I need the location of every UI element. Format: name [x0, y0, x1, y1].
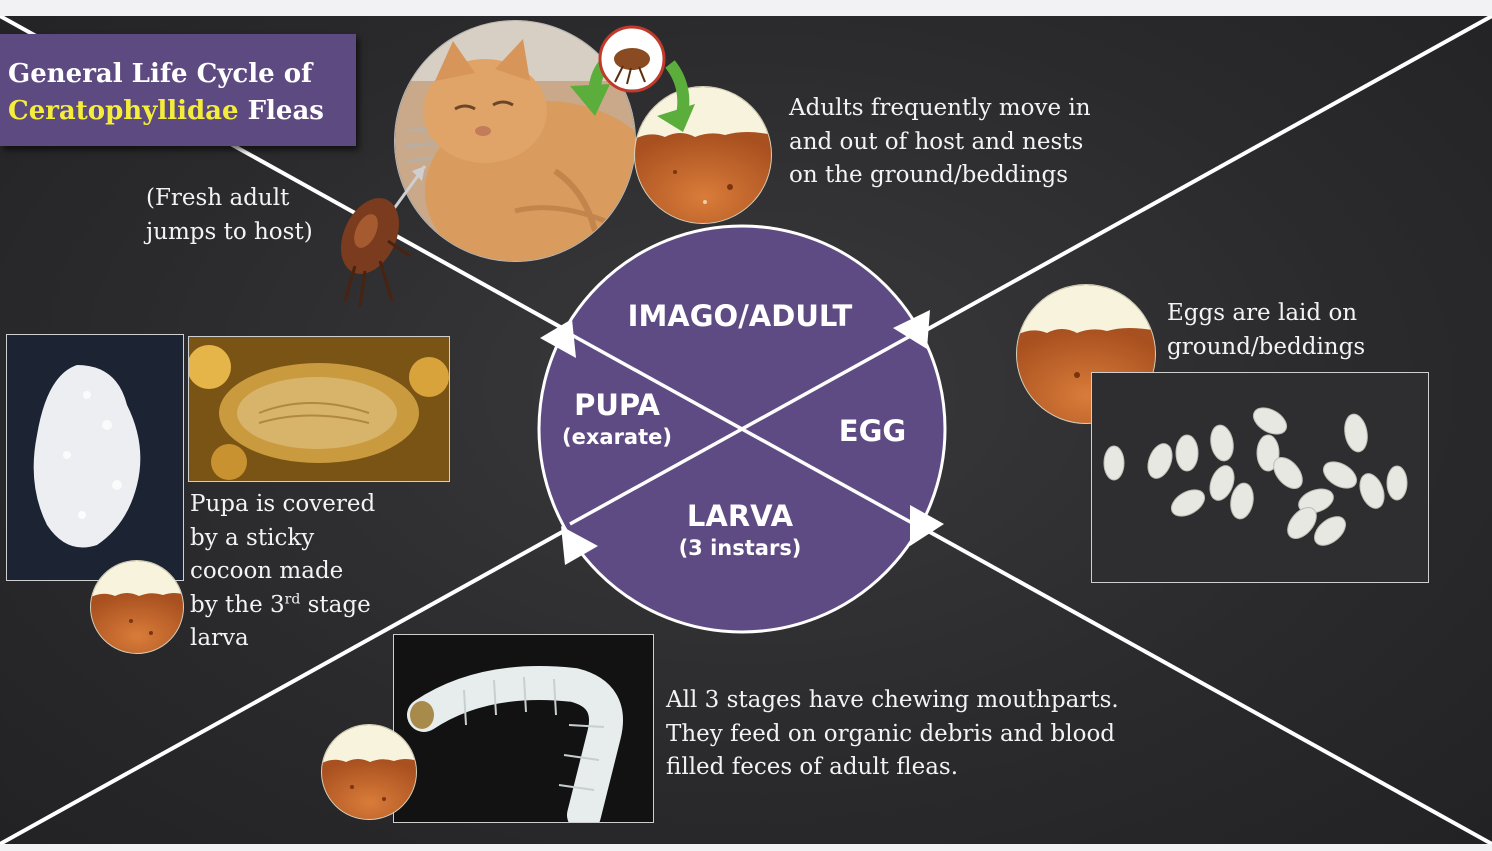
larva-icon [394, 635, 653, 822]
note-larva: All 3 stages have chewing mouthparts. Th… [666, 687, 1119, 780]
stage-adult: IMAGO/ADULT [627, 299, 853, 333]
soil-icon [322, 725, 416, 819]
note-pupa: Pupa is covered by a sticky cocoon made … [190, 491, 376, 651]
title-box: General Life Cycle of Ceratophyllidae Fl… [0, 34, 356, 146]
pupa-photo [188, 336, 450, 482]
eggs-icon [1092, 373, 1428, 582]
cycle-diagram [0, 16, 1492, 844]
stage-larva: LARVA (3 instars) [678, 499, 802, 560]
arrowhead-top-right [893, 310, 930, 349]
soil-circle-larva [321, 724, 417, 820]
note-fresh-adult: (Fresh adult jumps to host) [146, 185, 313, 245]
larva-photo [393, 634, 654, 823]
soil-icon [91, 561, 183, 653]
eggs-photo [1091, 372, 1429, 583]
arrowhead-bottom-left [561, 526, 598, 565]
pupa-icon [189, 337, 449, 481]
slide: General Life Cycle of Ceratophyllidae Fl… [0, 16, 1492, 844]
title-line-1: General Life Cycle of [8, 59, 313, 89]
note-adults-move: Adults frequently move in and out of hos… [789, 95, 1091, 188]
arrowhead-top-left [540, 319, 576, 358]
title-highlight: Ceratophyllidae [8, 96, 239, 126]
stage-egg: EGG [838, 414, 907, 448]
arrowhead-bottom-right [910, 505, 944, 546]
green-cycle-arrows-icon [570, 25, 695, 132]
cocoon-icon [7, 335, 183, 580]
soil-circle-adult [634, 86, 772, 224]
soil-icon [635, 87, 771, 223]
stage-pupa: PUPA (exarate) [562, 388, 672, 449]
note-eggs: Eggs are laid on ground/beddings [1167, 300, 1366, 360]
inner-line-2 [569, 332, 915, 526]
cocoon-photo [6, 334, 184, 581]
flea-icon [340, 165, 427, 307]
title-rest: Fleas [238, 96, 324, 126]
soil-circle-pupa [90, 560, 184, 654]
